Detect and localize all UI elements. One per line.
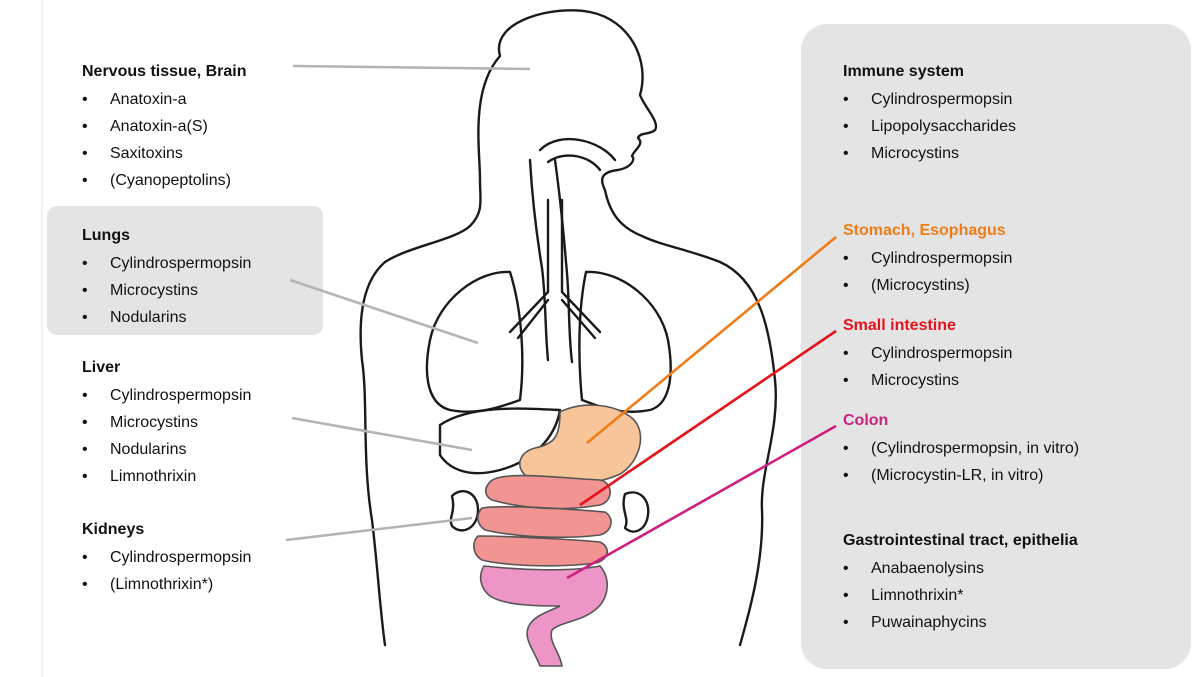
- stomach: [520, 405, 641, 485]
- group-immune-system: Immune system Cylindrospermopsin Lipopol…: [843, 62, 1016, 167]
- list-item: Cylindrospermopsin: [843, 340, 1012, 367]
- list-item: Limnothrixin*: [843, 582, 1078, 609]
- group-gastrointestinal-tract: Gastrointestinal tract, epithelia Anabae…: [843, 531, 1078, 636]
- list-item: (Cyanopeptolins): [82, 167, 247, 194]
- small-intestine: [474, 476, 611, 566]
- colon: [481, 566, 608, 666]
- group-lungs: Lungs Cylindrospermopsin Microcystins No…: [82, 226, 251, 331]
- kidney-left: [451, 491, 478, 530]
- list-item: Cylindrospermopsin: [82, 250, 251, 277]
- list-item: (Microcystin-LR, in vitro): [843, 462, 1079, 489]
- list-item: Lipopolysaccharides: [843, 113, 1016, 140]
- right-lung: [579, 272, 670, 412]
- list-item: Cylindrospermopsin: [843, 245, 1012, 272]
- group-title: Nervous tissue, Brain: [82, 62, 247, 82]
- list-item: Microcystins: [82, 277, 251, 304]
- list-item: Puwainaphycins: [843, 609, 1078, 636]
- list-item: Microcystins: [843, 367, 1012, 394]
- list-item: (Microcystins): [843, 272, 1012, 299]
- list-item: Nodularins: [82, 304, 251, 331]
- leader-kidneys: [286, 518, 472, 540]
- group-title: Lungs: [82, 226, 251, 246]
- nasal-airway: [540, 139, 615, 170]
- group-liver: Liver Cylindrospermopsin Microcystins No…: [82, 358, 251, 490]
- group-title: Gastrointestinal tract, epithelia: [843, 531, 1078, 551]
- list-item: Anatoxin-a(S): [82, 113, 247, 140]
- list-item: (Limnothrixin*): [82, 571, 251, 598]
- group-nervous-tissue-brain: Nervous tissue, Brain Anatoxin-a Anatoxi…: [82, 62, 247, 194]
- list-item: Cylindrospermopsin: [843, 86, 1016, 113]
- group-small-intestine: Small intestine Cylindrospermopsin Micro…: [843, 316, 1012, 394]
- group-stomach-esophagus: Stomach, Esophagus Cylindrospermopsin (M…: [843, 221, 1012, 299]
- leader-lungs: [290, 280, 478, 343]
- group-title: Kidneys: [82, 520, 251, 540]
- group-title: Colon: [843, 411, 1079, 431]
- list-item: Saxitoxins: [82, 140, 247, 167]
- list-item: Nodularins: [82, 436, 251, 463]
- kidney-right: [624, 492, 649, 531]
- list-item: (Cylindrospermopsin, in vitro): [843, 435, 1079, 462]
- group-colon: Colon (Cylindrospermopsin, in vitro) (Mi…: [843, 411, 1079, 489]
- list-item: Cylindrospermopsin: [82, 382, 251, 409]
- trachea: [510, 200, 600, 338]
- esophagus-outline: [530, 160, 572, 362]
- list-item: Microcystins: [843, 140, 1016, 167]
- group-title: Liver: [82, 358, 251, 378]
- group-title: Stomach, Esophagus: [843, 221, 1012, 241]
- leader-stomach: [587, 237, 836, 443]
- group-title: Immune system: [843, 62, 1016, 82]
- list-item: Anabaenolysins: [843, 555, 1078, 582]
- list-item: Anatoxin-a: [82, 86, 247, 113]
- group-kidneys: Kidneys Cylindrospermopsin (Limnothrixin…: [82, 520, 251, 598]
- list-item: Microcystins: [82, 409, 251, 436]
- list-item: Cylindrospermopsin: [82, 544, 251, 571]
- leader-brain: [293, 66, 530, 69]
- list-item: Limnothrixin: [82, 463, 251, 490]
- group-title: Small intestine: [843, 316, 1012, 336]
